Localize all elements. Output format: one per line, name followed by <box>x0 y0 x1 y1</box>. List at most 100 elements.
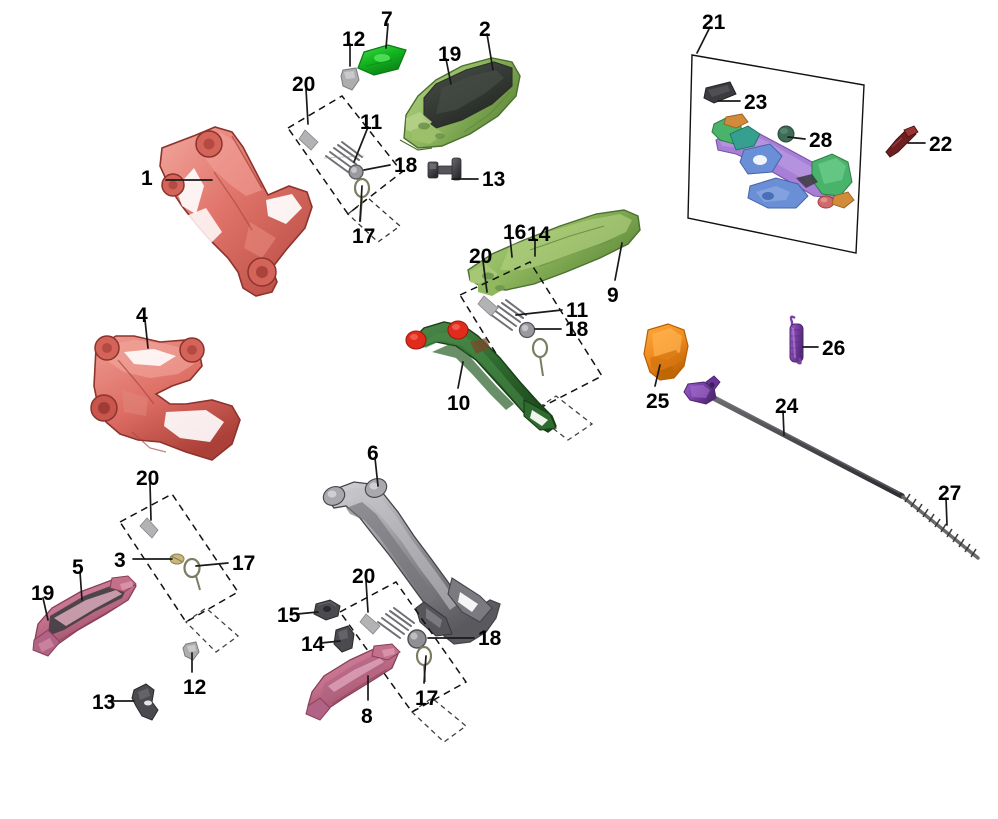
part-27-threaded-rod-end <box>901 493 980 560</box>
part-13-stud-bolt-upper <box>427 157 462 181</box>
leader-line-11 <box>353 126 369 163</box>
callout-number-15: 15 <box>277 604 301 627</box>
part-17-cotter-pin-middle <box>531 337 549 377</box>
callout-number-22: 22 <box>929 133 953 156</box>
part-11-spring-lower <box>377 607 415 639</box>
part-1-rider-footpeg-bracket-left <box>159 126 313 297</box>
part-10-pillion-bracket-green <box>405 320 557 433</box>
part-12-bolt-head-gray-upper <box>340 67 360 91</box>
leader-line-11 <box>515 309 563 316</box>
callout-number-11: 11 <box>566 299 589 322</box>
kit-box-20-upper-left <box>286 95 404 243</box>
callout-number-16: 16 <box>503 221 527 244</box>
callout-number-25: 25 <box>646 390 670 413</box>
callout-number-4: 4 <box>136 304 148 327</box>
callout-number-11: 11 <box>360 111 383 134</box>
leader-line-17 <box>195 562 229 567</box>
part-15-washer-plate <box>313 599 341 621</box>
part-11-spring-upper <box>323 141 365 173</box>
leader-line-18 <box>363 164 391 171</box>
callout-number-5: 5 <box>72 556 84 579</box>
callout-number-14: 14 <box>527 223 551 246</box>
part-18-pivot-pin-upper <box>348 164 364 180</box>
callout-number-17: 17 <box>352 225 376 248</box>
callout-number-6: 6 <box>367 442 379 465</box>
leader-line-21 <box>696 26 711 54</box>
callout-number-12: 12 <box>342 28 366 51</box>
callout-number-26: 26 <box>822 337 846 360</box>
part-21-assembly-box <box>687 54 865 254</box>
leader-line-20 <box>482 260 488 293</box>
part-22-bolt-dark-red <box>885 125 919 158</box>
leader-line-14 <box>320 640 341 644</box>
callout-number-18: 18 <box>565 318 589 341</box>
leader-line-20 <box>305 88 309 125</box>
leader-line-4 <box>144 319 149 349</box>
part-28-pivot-button <box>777 125 795 143</box>
part-18-pivot-pin-middle <box>518 321 536 339</box>
part-17-cotter-pin-lower-left <box>183 557 201 591</box>
callout-number-17: 17 <box>232 552 256 575</box>
part-11-spring-middle <box>489 299 527 331</box>
callout-number-17: 17 <box>415 687 439 710</box>
callout-number-28: 28 <box>809 129 833 152</box>
callout-number-1: 1 <box>141 167 153 190</box>
part-5-footpeg-pink-left <box>32 575 137 657</box>
callout-number-12: 12 <box>183 676 207 699</box>
part-4-rider-footpeg-bracket-right <box>90 335 241 461</box>
shift-linkage-assembly-contents <box>711 113 855 209</box>
hardware-group-middle <box>477 295 549 377</box>
callout-number-10: 10 <box>447 392 471 415</box>
callout-number-9: 9 <box>607 284 619 307</box>
part-25-heel-guard-orange <box>643 323 689 381</box>
leader-line-17 <box>359 185 363 222</box>
callout-number-14: 14 <box>301 633 325 656</box>
callout-number-3: 3 <box>114 549 126 572</box>
callout-number-13: 13 <box>92 691 116 714</box>
part-6-pillion-bracket-gray <box>322 478 501 645</box>
leader-line-19 <box>42 597 49 621</box>
callout-number-19: 19 <box>438 43 462 66</box>
hardware-group-lower-left <box>139 517 201 591</box>
callout-leader-lines <box>42 23 948 702</box>
callout-number-21: 21 <box>702 11 726 34</box>
leader-line-2 <box>486 33 494 71</box>
part-8-footpeg-pink-right <box>305 643 401 721</box>
callout-number-20: 20 <box>136 467 160 490</box>
leader-line-27 <box>945 497 948 526</box>
leader-line-28 <box>787 136 806 140</box>
callout-number-19: 19 <box>31 582 55 605</box>
part-3-bolt-small <box>169 553 185 565</box>
callout-number-20: 20 <box>469 245 493 268</box>
callout-number-13: 13 <box>482 168 506 191</box>
callout-number-20: 20 <box>352 565 376 588</box>
leader-line-9 <box>614 242 623 281</box>
callout-number-7: 7 <box>381 8 393 31</box>
callout-number-18: 18 <box>478 627 502 650</box>
callout-number-24: 24 <box>775 395 799 418</box>
leader-line-15 <box>296 611 319 615</box>
leader-line-19 <box>445 58 452 85</box>
leader-line-20 <box>365 580 369 613</box>
callout-number-23: 23 <box>744 91 768 114</box>
leader-line-20 <box>149 482 152 521</box>
leader-line-6 <box>374 457 379 487</box>
callout-number-20: 20 <box>292 73 316 96</box>
part-23-spacer-block <box>703 81 737 104</box>
part-7-cover-plate-green <box>357 44 407 76</box>
kit-box-20-lower-left <box>118 493 240 653</box>
part-2-footpeg-green-upper <box>399 57 521 151</box>
callout-number-2: 2 <box>479 18 491 41</box>
leader-line-5 <box>79 571 83 601</box>
kit-box-20-lower-center <box>338 581 468 743</box>
leader-line-24 <box>782 410 785 436</box>
part-12-bolt-head-gray-lower <box>182 641 200 661</box>
part-26-return-spring-purple <box>789 315 804 365</box>
part-13-stud-bolt-lower <box>131 683 159 721</box>
leader-line-16 <box>509 236 513 258</box>
callout-number-27: 27 <box>938 482 962 505</box>
part-14-clip-lower <box>333 625 355 653</box>
leader-line-17 <box>423 655 427 684</box>
